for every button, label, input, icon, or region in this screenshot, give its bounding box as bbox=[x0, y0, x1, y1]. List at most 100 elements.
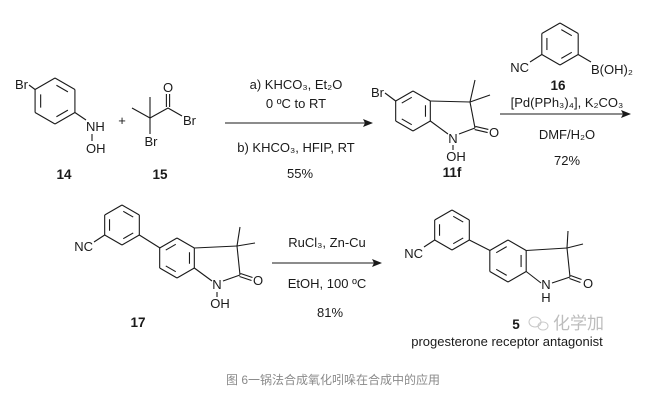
aromatic-bond bbox=[401, 96, 413, 104]
atom-n: N bbox=[212, 277, 221, 292]
bond bbox=[429, 120, 449, 135]
bond bbox=[193, 267, 213, 282]
double-bond bbox=[240, 272, 253, 279]
bond bbox=[236, 245, 241, 276]
reaction-step-2: [Pd(PPh₃)₄], K₂CO₃ DMF/H₂O 72% bbox=[500, 95, 631, 168]
atom-br: Br bbox=[183, 113, 197, 128]
ring-bond bbox=[451, 239, 470, 251]
yield: 81% bbox=[317, 305, 343, 320]
ring-bond bbox=[434, 239, 453, 251]
ring-bond bbox=[507, 271, 527, 283]
reagents-b: b) KHCO₃, HFIP, RT bbox=[237, 140, 355, 155]
atom-o: O bbox=[489, 125, 499, 140]
compound-14: Br NH OH 14 bbox=[15, 77, 106, 182]
bond bbox=[131, 107, 151, 119]
atom-oh: OH bbox=[210, 296, 230, 311]
ring-bond bbox=[54, 112, 76, 125]
ring-bond bbox=[541, 22, 561, 34]
ring-bond bbox=[176, 267, 195, 279]
aromatic-bond bbox=[165, 265, 177, 273]
double-bond bbox=[239, 275, 252, 282]
aromatic-bond bbox=[122, 210, 134, 218]
bond bbox=[236, 226, 241, 247]
bond bbox=[469, 94, 491, 103]
ring-bond bbox=[54, 77, 76, 90]
bond bbox=[28, 84, 36, 90]
compound-17: NC N O OH 17 bbox=[74, 239, 263, 330]
bond bbox=[149, 107, 169, 119]
compound-15: O Br Br 15 bbox=[145, 80, 197, 182]
yield: 72% bbox=[554, 153, 580, 168]
atom-h: H bbox=[541, 290, 550, 305]
atom-nc: NC bbox=[404, 246, 423, 261]
boronic-acid: B(OH)₂ bbox=[591, 62, 633, 77]
plus-sign: + bbox=[118, 113, 126, 128]
atom-nc: NC bbox=[510, 60, 529, 75]
aromatic-bond bbox=[495, 246, 507, 254]
bond bbox=[236, 242, 256, 247]
reagents: RuCl₃, Zn-Cu bbox=[288, 235, 366, 250]
compound-label: 11f bbox=[443, 165, 462, 180]
aromatic-bond bbox=[452, 215, 464, 223]
bond bbox=[566, 247, 571, 278]
aromatic-bond bbox=[561, 51, 573, 59]
ring-bond bbox=[434, 209, 453, 221]
aromatic-bond bbox=[401, 118, 413, 126]
bond bbox=[222, 274, 241, 282]
reaction-step-3: RuCl₃, Zn-Cu EtOH, 100 ºC 81% bbox=[272, 235, 382, 320]
aromatic-bond bbox=[495, 268, 507, 276]
compound-5: NC N H O 5 progesterone receptor antagon… bbox=[404, 246, 603, 349]
ring-bond bbox=[159, 237, 178, 249]
bond bbox=[469, 101, 476, 129]
atom-br: Br bbox=[145, 134, 159, 149]
bond bbox=[430, 100, 471, 103]
compound-label: 14 bbox=[56, 167, 72, 182]
double-bond bbox=[474, 129, 488, 134]
bond bbox=[384, 92, 397, 102]
conditions: EtOH, 100 ºC bbox=[288, 276, 366, 291]
double-bond bbox=[569, 277, 581, 284]
bond bbox=[529, 54, 543, 63]
bond bbox=[526, 247, 568, 252]
compound-11f: Br N O OH 11f bbox=[371, 85, 499, 180]
ring-bond bbox=[121, 234, 140, 246]
atom-oh: OH bbox=[86, 141, 106, 156]
figure-caption: 图 6一锅法合成氧化吲哚在合成中的应用 bbox=[226, 372, 440, 387]
atom-o: O bbox=[163, 80, 173, 95]
compound-label: 17 bbox=[130, 315, 145, 330]
compound-16: NC B(OH)₂ 16 bbox=[510, 60, 633, 93]
ring-bond bbox=[104, 234, 123, 246]
yield: 55% bbox=[287, 166, 313, 181]
aromatic-bond bbox=[56, 84, 69, 93]
bond bbox=[566, 243, 584, 249]
bond bbox=[566, 230, 569, 249]
ring-bond bbox=[559, 22, 579, 34]
watermark-text: 化学加 bbox=[553, 314, 604, 333]
ring-bond bbox=[451, 209, 470, 221]
ring-bond bbox=[395, 90, 414, 102]
compound-label: 5 bbox=[512, 317, 520, 332]
bond bbox=[577, 54, 592, 63]
reagents: [Pd(PPh₃)₄], K₂CO₃ bbox=[511, 95, 624, 110]
ring-bond bbox=[34, 112, 56, 125]
bond bbox=[469, 239, 491, 251]
bond bbox=[551, 276, 571, 284]
bond bbox=[469, 79, 476, 103]
atom-o: O bbox=[583, 276, 593, 291]
aromatic-bond bbox=[452, 237, 464, 245]
ring-bond bbox=[104, 204, 123, 216]
bond bbox=[458, 127, 476, 135]
bond bbox=[139, 234, 161, 249]
reagents-a: a) KHCO₃, Et₂O bbox=[250, 77, 343, 92]
atom-o: O bbox=[253, 273, 263, 288]
ring-bond bbox=[412, 90, 431, 102]
atom-n: N bbox=[541, 277, 550, 292]
ring-bond bbox=[489, 271, 509, 283]
double-bond bbox=[570, 274, 582, 281]
atom-br: Br bbox=[371, 85, 385, 100]
wechat-icon bbox=[528, 316, 549, 331]
watermark: 化学加 bbox=[528, 314, 604, 333]
ring-bond bbox=[412, 120, 431, 132]
atom-nc: NC bbox=[74, 239, 93, 254]
ring-bond bbox=[159, 267, 178, 279]
